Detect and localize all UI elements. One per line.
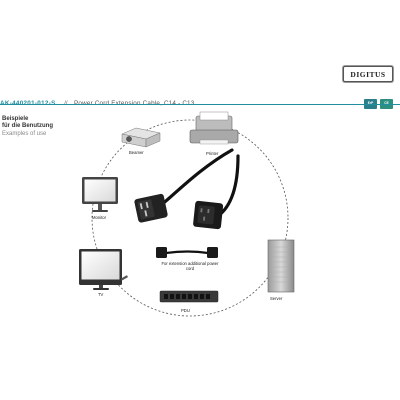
erp-badge-label: ErP bbox=[368, 102, 374, 106]
printer-label: Printer bbox=[206, 151, 219, 156]
extension-cable-icon bbox=[156, 247, 218, 258]
brand-name: DIGITUS bbox=[350, 69, 386, 79]
section-heading-de-line2: für die Benutzung bbox=[2, 123, 53, 129]
pdu-label: PDU bbox=[181, 308, 190, 313]
header-rule bbox=[0, 104, 400, 105]
ce-badge-label: CE bbox=[384, 102, 388, 106]
pdu-icon bbox=[159, 290, 219, 303]
power-cord-icon bbox=[134, 148, 240, 230]
section-heading-de-line1: Beispiele bbox=[2, 116, 29, 122]
product-name: Power Cord Extension Cable, C14 - C13 bbox=[74, 100, 194, 107]
dashed-circle bbox=[91, 119, 289, 317]
digitus-logo: DIGITUS bbox=[343, 66, 393, 82]
monitor-icon bbox=[82, 177, 118, 212]
server-label: Server bbox=[270, 296, 283, 301]
beamer-label: Beamer bbox=[129, 150, 144, 155]
tv-icon bbox=[79, 249, 128, 290]
title-separator: // bbox=[64, 100, 68, 107]
server-icon bbox=[267, 239, 295, 293]
product-sku: AK-440201-012-S bbox=[0, 100, 56, 107]
printer-icon bbox=[189, 111, 239, 145]
monitor-label: Monitor bbox=[92, 215, 106, 220]
tv-label: TV bbox=[98, 292, 104, 297]
title-bar: AK-440201-012-S // Power Cord Extension … bbox=[0, 92, 400, 107]
beamer-icon bbox=[121, 127, 161, 148]
section-heading-en: Examples of use bbox=[2, 131, 47, 137]
extension-note: For extension additional power cord bbox=[161, 261, 219, 271]
